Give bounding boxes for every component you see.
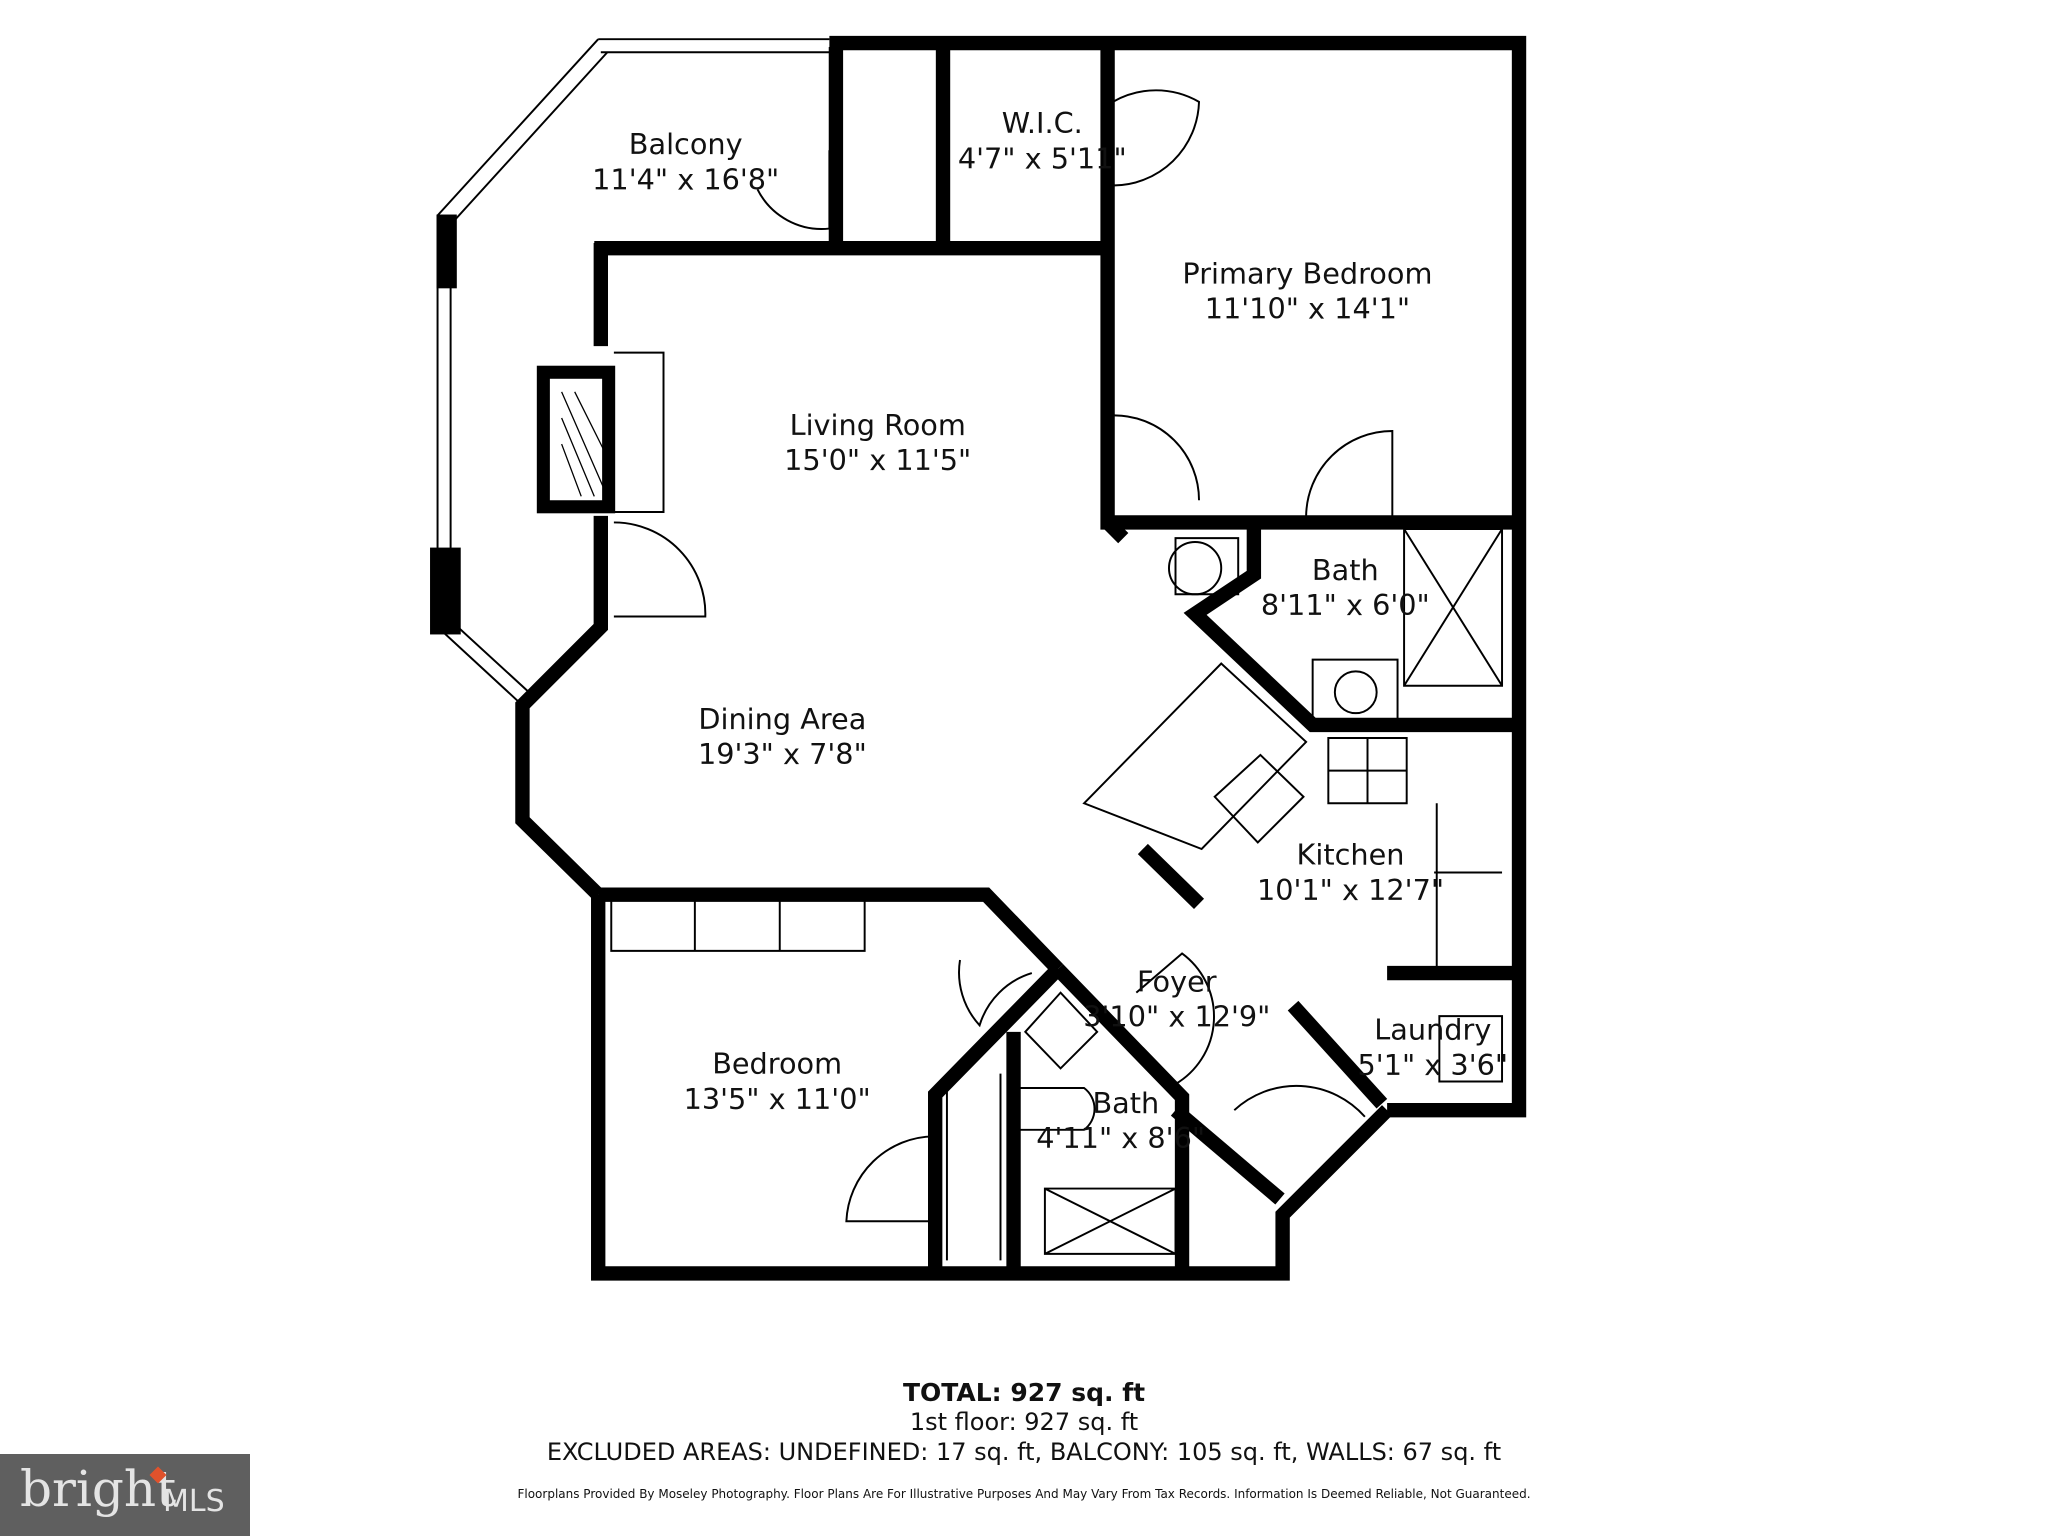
logo-word: bright — [20, 1460, 177, 1518]
logo-suffix: MLS — [163, 1484, 225, 1519]
room-name: Living Room — [790, 408, 966, 442]
room-name: Kitchen — [1297, 838, 1405, 872]
room-size: 4'11" x 8'6" — [1036, 1121, 1205, 1155]
room-size: 4'7" x 5'11" — [958, 141, 1127, 175]
room-size: 10'1" x 12'7" — [1257, 873, 1444, 907]
room-size: 11'4" x 16'8" — [592, 162, 779, 196]
room-size: 19'3" x 7'8" — [698, 737, 867, 771]
thin-lines — [430, 38, 1504, 1261]
room-name: Bath — [1092, 1086, 1159, 1120]
room-name: Bedroom — [712, 1047, 842, 1081]
floor-area: 1st floor: 927 sq. ft — [909, 1408, 1139, 1436]
room-name: Laundry — [1374, 1013, 1491, 1047]
room-size: 13'5" x 11'0" — [684, 1082, 871, 1116]
bright-mls-logo: bright MLS — [0, 1454, 250, 1536]
excluded-areas: EXCLUDED AREAS: UNDEFINED: 17 sq. ft, BA… — [546, 1438, 1502, 1466]
room-name: Bath — [1312, 553, 1379, 587]
room-size: 15'0" x 11'5" — [784, 443, 971, 477]
disclaimer: Floorplans Provided By Moseley Photograp… — [517, 1487, 1531, 1501]
room-name: Balcony — [629, 127, 743, 161]
room-size: 5'1" x 3'6" — [1358, 1048, 1509, 1082]
room-size: 11'10" x 14'1" — [1205, 292, 1410, 326]
total-area: TOTAL: 927 sq. ft — [902, 1378, 1146, 1407]
room-size: 3'10" x 12'9" — [1083, 1000, 1270, 1034]
room-name: Primary Bedroom — [1182, 256, 1432, 290]
room-name: Dining Area — [698, 702, 866, 736]
walls — [515, 35, 1527, 1281]
room-name: W.I.C. — [1002, 106, 1083, 140]
room-name: Foyer — [1137, 964, 1217, 998]
room-labels: Balcony 11'4" x 16'8" W.I.C. 4'7" x 5'11… — [592, 106, 1508, 1155]
room-size: 8'11" x 6'0" — [1261, 588, 1430, 622]
